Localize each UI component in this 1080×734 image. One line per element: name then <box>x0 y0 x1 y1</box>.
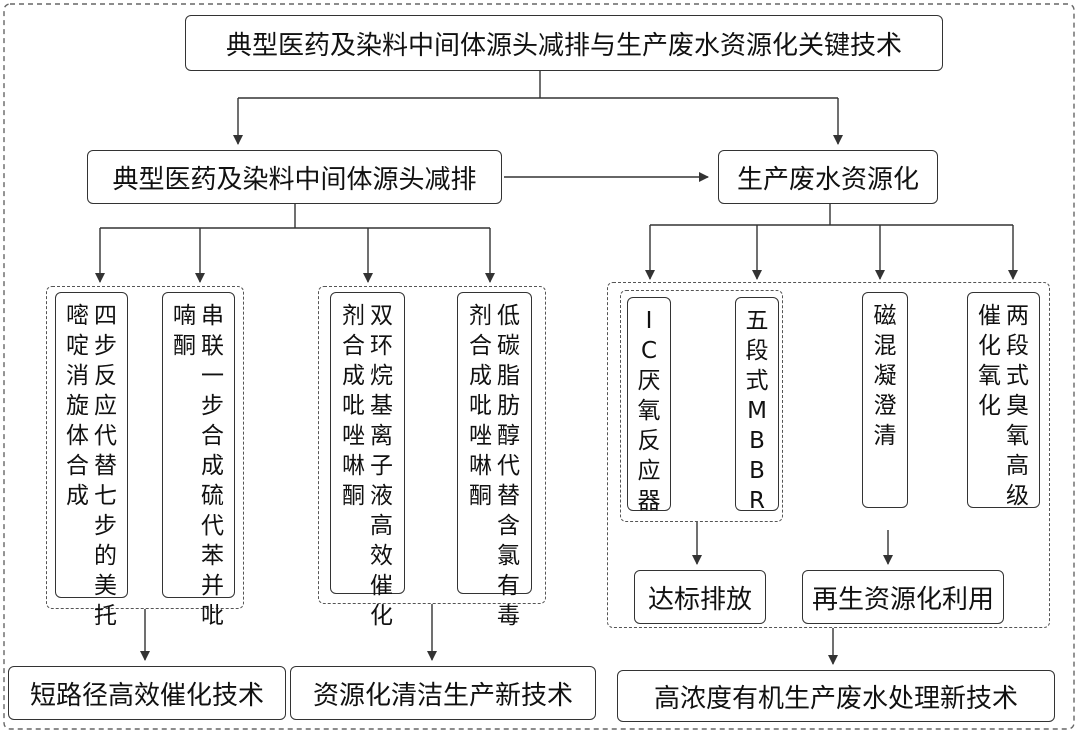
branch-left-box: 典型医药及染料中间体源头减排 <box>87 150 502 204</box>
vertical-text-column: 低碳脂肪醇代替含氯有毒 <box>497 303 520 629</box>
vertical-box-ionic-liquid-catalyst: 双环烷基离子液高效催化剂合成吡唑啉酮 <box>330 292 405 629</box>
vertical-text-column: 喃酮 <box>173 303 196 359</box>
branch-right-box: 生产废水资源化 <box>718 150 938 204</box>
vertical-box-metoprolol-synthesis: 四步反应代替七步的美托嘧啶消旋体合成 <box>55 292 128 629</box>
outcome-reuse-text: 再生资源化利用 <box>811 584 994 615</box>
outcome-reuse-box: 再生资源化利用 <box>802 570 1004 624</box>
vertical-text-column: 剂合成吡唑啉酮 <box>342 303 365 509</box>
outer-dashed-border <box>3 3 1075 730</box>
branch-right-text: 生产废水资源化 <box>736 164 919 195</box>
result-clean-production-box: 资源化清洁生产新技术 <box>290 666 596 720</box>
vertical-box-thiobenzopyranone: 串联一步合成硫代苯并吡喃酮 <box>162 292 235 629</box>
branch-left-text: 典型医药及染料中间体源头减排 <box>112 164 477 195</box>
vertical-text-column: 双环烷基离子液高效催化 <box>370 303 393 629</box>
outcome-discharge-box: 达标排放 <box>634 570 766 624</box>
vertical-box-magnetic-coagulation: 磁混凝澄清 <box>862 292 908 508</box>
vertical-text-column: 剂合成吡唑啉酮 <box>469 303 492 509</box>
group-middle-dashed <box>318 286 546 604</box>
vertical-text-column: 嘧啶消旋体合成 <box>66 303 89 509</box>
vertical-text-column: 串联一步合成硫代苯并吡 <box>201 303 224 629</box>
vertical-text-column: 两段式臭氧高级 <box>1006 303 1029 509</box>
title-text: 典型医药及染料中间体源头减排与生产废水资源化关键技术 <box>225 30 902 61</box>
outcome-discharge-text: 达标排放 <box>647 584 752 615</box>
vertical-box-ozone-oxidation: 两段式臭氧高级催化氧化 <box>967 292 1040 509</box>
result-wastewater-treatment-box: 高浓度有机生产废水处理新技术 <box>617 670 1055 722</box>
vertical-box-fatty-alcohol-solvent: 低碳脂肪醇代替含氯有毒剂合成吡唑啉酮 <box>457 292 532 629</box>
vertical-text-column: 磁混凝澄清 <box>873 303 897 449</box>
vertical-text-column: 催化氧化 <box>978 303 1001 419</box>
group-left-dashed <box>46 286 244 609</box>
group-right-dashed <box>607 282 1050 628</box>
result-clean-production-text: 资源化清洁生产新技术 <box>312 680 573 711</box>
group-anaerobic-dashed <box>620 290 783 522</box>
vertical-text-column: 四步反应代替七步的美托 <box>94 303 117 629</box>
result-short-path-text: 短路径高效催化技术 <box>29 680 264 711</box>
title-box: 典型医药及染料中间体源头减排与生产废水资源化关键技术 <box>185 15 943 71</box>
result-wastewater-treatment-text: 高浓度有机生产废水处理新技术 <box>653 683 1018 714</box>
result-short-path-box: 短路径高效催化技术 <box>8 666 286 720</box>
